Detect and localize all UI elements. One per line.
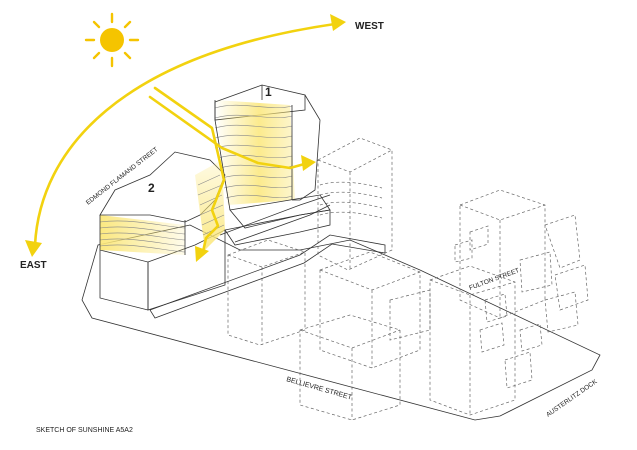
east-label: EAST bbox=[20, 260, 47, 271]
sun-icon bbox=[84, 12, 140, 68]
sun-rays bbox=[148, 86, 316, 262]
sun-path-arc bbox=[25, 14, 346, 257]
context-buildings bbox=[227, 137, 589, 421]
building-2-contours bbox=[99, 220, 186, 253]
building-2-label: 2 bbox=[148, 181, 155, 195]
street-label-edmond: EDMOND FLAMAND STREET bbox=[85, 146, 160, 206]
street-label-austerlitz: AUSTERLITZ DOCK bbox=[545, 378, 599, 419]
building-1-label: 1 bbox=[265, 85, 272, 99]
street-label-bellievre: BELLIEVRE STREET bbox=[285, 376, 353, 402]
west-label: WEST bbox=[355, 21, 384, 32]
building-1 bbox=[214, 84, 331, 246]
ground-plate bbox=[81, 224, 601, 421]
building-1-contours bbox=[214, 104, 293, 199]
walkway bbox=[149, 194, 386, 319]
caption: SKETCH OF SUNSHINE A5A2 bbox=[36, 427, 133, 434]
